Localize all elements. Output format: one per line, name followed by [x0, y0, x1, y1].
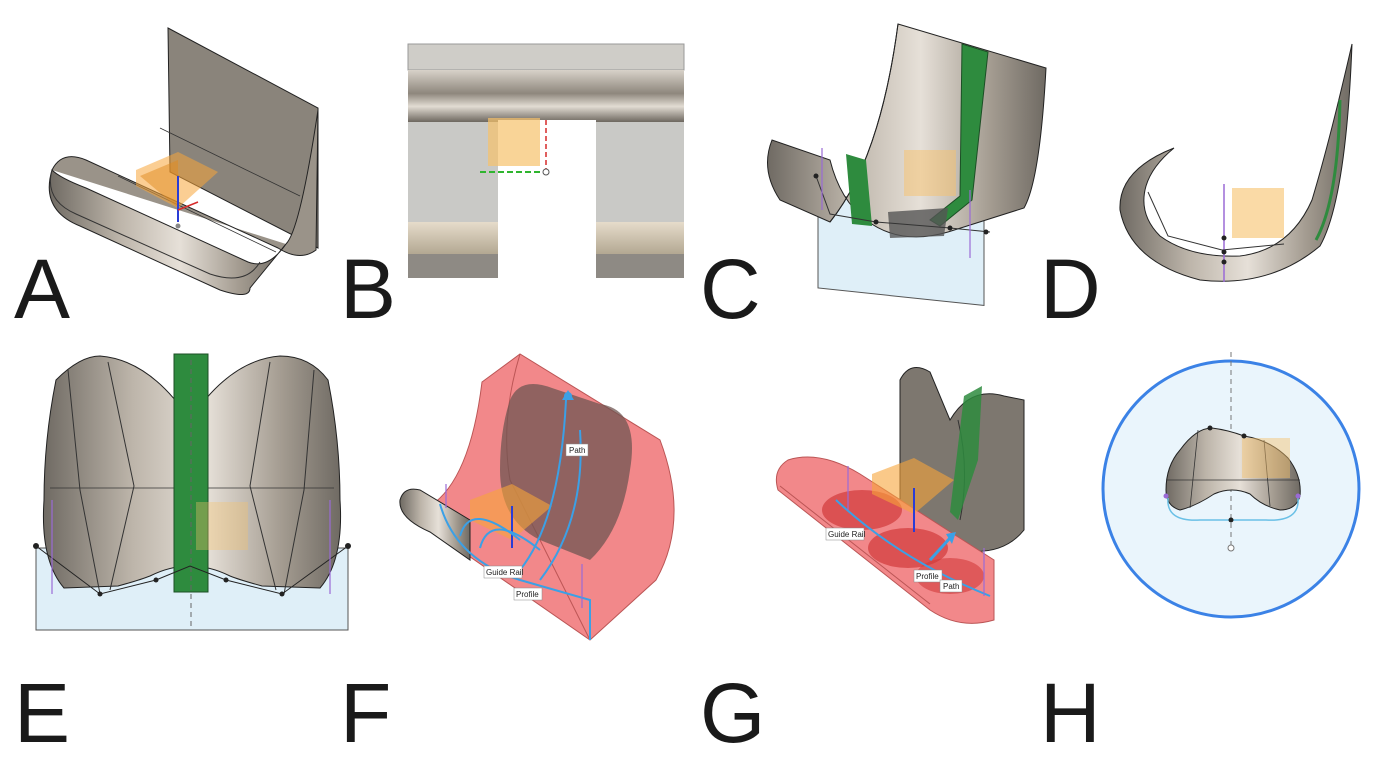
- panel-f: Path Guide Rail Profile F: [340, 353, 675, 760]
- panel-b-letter: B: [340, 242, 396, 336]
- panel-f-letter: F: [340, 666, 391, 760]
- panel-d: D: [1040, 43, 1353, 336]
- panel-g-letter: G: [700, 666, 765, 760]
- panel-g-guide-rail-tag: Guide Rail: [828, 530, 866, 539]
- panel-h-letter: H: [1040, 666, 1101, 760]
- panel-f-profile-tag: Profile: [516, 590, 539, 599]
- panel-e-letter: E: [14, 666, 70, 760]
- panel-f-path-tag: Path: [569, 446, 585, 455]
- panel-h: H: [1040, 352, 1361, 760]
- panel-c-letter: C: [700, 242, 761, 336]
- panel-g-path-tag: Path: [943, 582, 959, 591]
- panel-a-letter: A: [14, 242, 70, 336]
- panel-b: B: [340, 43, 685, 336]
- panel-g: Guide Rail Profile Path G: [700, 367, 1025, 760]
- panel-d-letter: D: [1040, 242, 1101, 336]
- panel-g-profile-tag: Profile: [916, 572, 939, 581]
- panel-e: E: [14, 353, 351, 760]
- panel-f-guide-rail-tag: Guide Rail: [486, 568, 524, 577]
- panel-c: C: [700, 23, 1047, 336]
- panel-a: A: [14, 27, 319, 336]
